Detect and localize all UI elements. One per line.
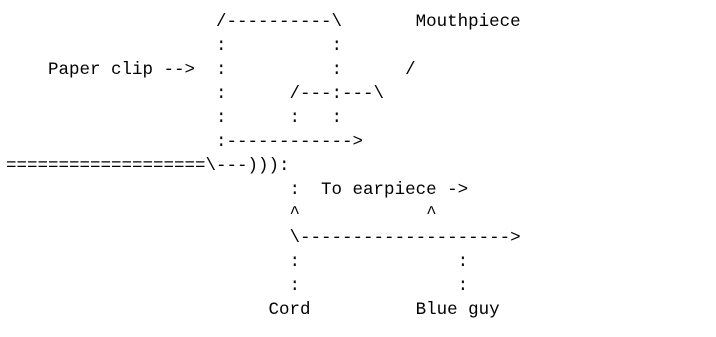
diagram-line-inner-bracket: : /---:---\ <box>6 84 385 104</box>
diagram-line-to-earpiece-label: : To earpiece -> <box>6 180 469 200</box>
diagram-line-lower-sides-1: : : <box>6 252 469 272</box>
diagram-line-clip-arrow: :------------> <box>6 132 364 152</box>
diagram-line-clip-sides-1: : : <box>6 36 343 56</box>
diagram-line-bottom-arrow: \--------------------> <box>6 228 521 248</box>
diagram-line-cord-connection: ===================\---))): <box>6 156 290 176</box>
diagram-line-paper-clip-label: Paper clip --> : : / <box>6 60 416 80</box>
ascii-diagram: /----------\ Mouthpiece : : Paper clip -… <box>6 10 521 322</box>
diagram-line-top-clip-edge: /----------\ Mouthpiece <box>6 12 521 32</box>
diagram-line-bottom-labels: Cord Blue guy <box>6 300 500 320</box>
diagram-line-lower-sides-2: : : <box>6 276 469 296</box>
diagram-line-inner-sides: : : : <box>6 108 343 128</box>
diagram-line-carets: ^ ^ <box>6 204 437 224</box>
